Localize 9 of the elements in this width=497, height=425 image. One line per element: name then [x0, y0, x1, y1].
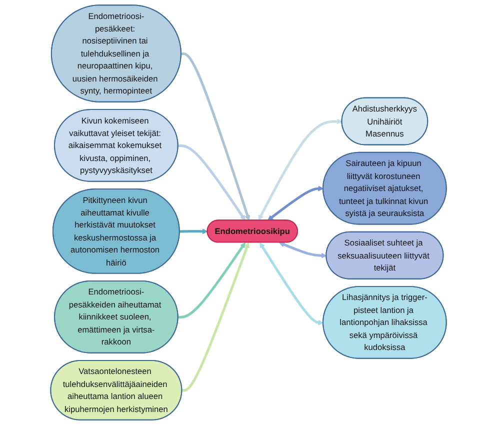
arrow: [178, 144, 246, 221]
arrow: [181, 52, 250, 221]
arrow: [180, 228, 208, 234]
arrow: [178, 242, 246, 319]
arrow: [260, 242, 324, 326]
arrow: [268, 186, 324, 221]
arrow: [182, 242, 250, 392]
arrow: [279, 242, 327, 258]
arrow: [258, 118, 342, 220]
